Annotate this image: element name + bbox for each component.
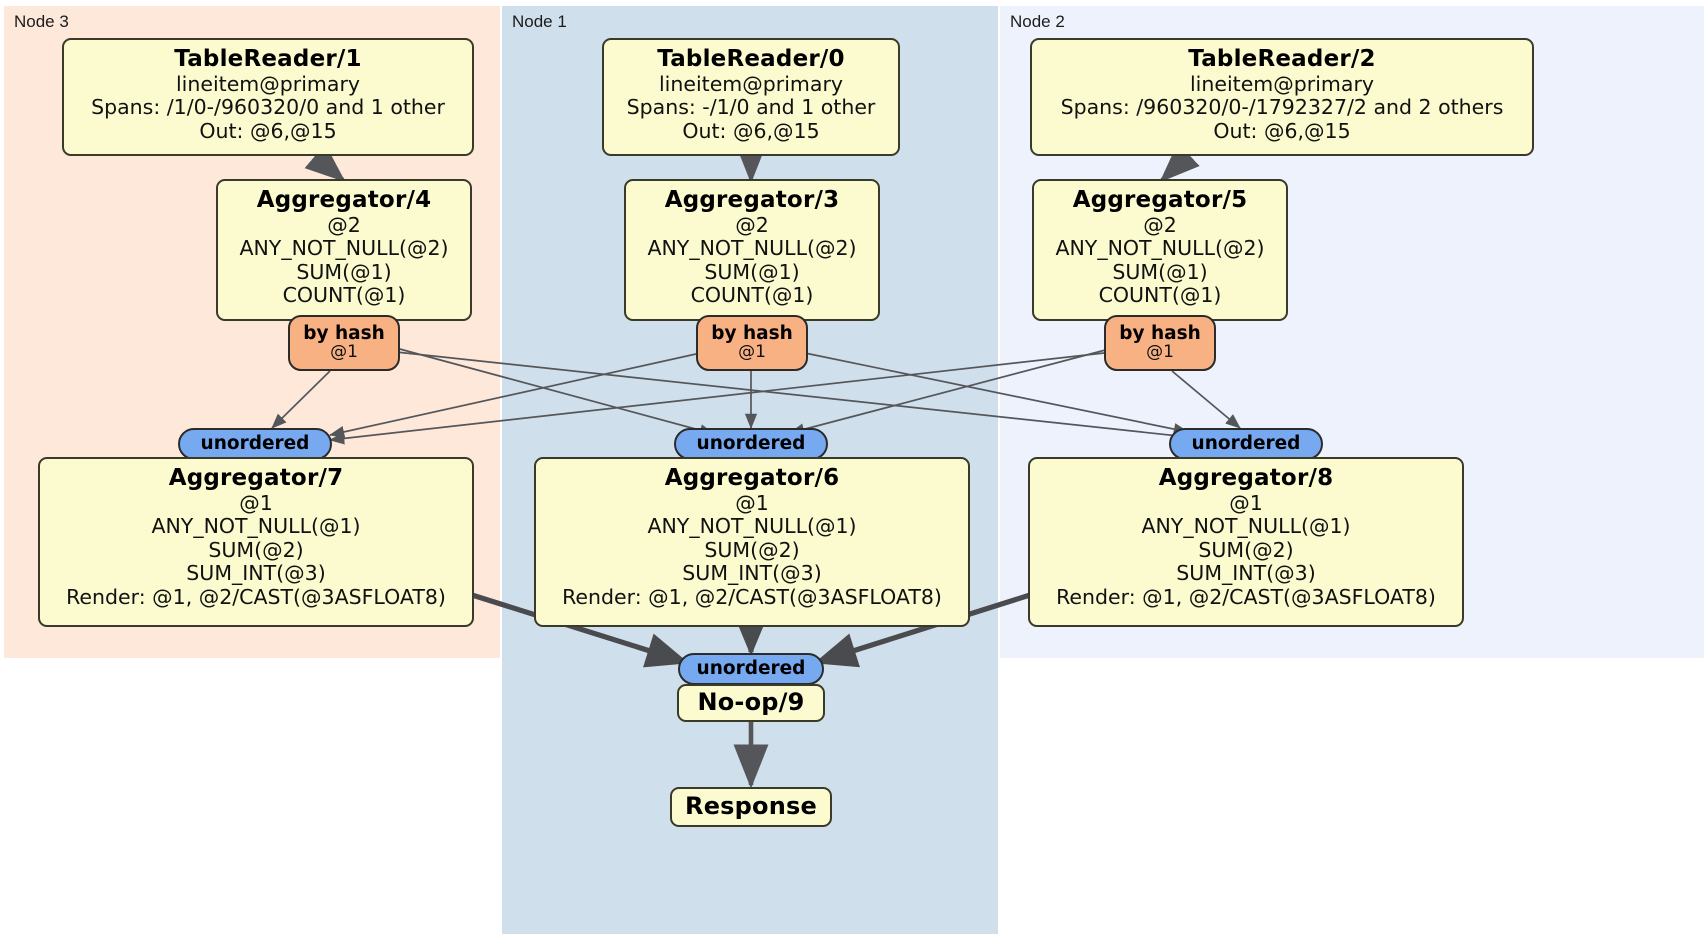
node-line: COUNT(@1) [1098, 283, 1222, 308]
node-tablereader-1[interactable]: TableReader/1 lineitem@primary Spans: /1… [62, 38, 474, 156]
pill-unordered-7[interactable]: unordered [178, 428, 332, 460]
node-title: Aggregator/8 [1158, 465, 1334, 491]
node-line: ANY_NOT_NULL(@1) [647, 514, 857, 539]
pill-by-hash-5[interactable]: by hash @1 [1104, 315, 1216, 371]
node-line: Spans: /960320/0-/1792327/2 and 2 others [1060, 95, 1504, 120]
node-line: @2 [1143, 212, 1177, 237]
node-line: @1 [239, 490, 273, 515]
pill-kind: by hash [711, 323, 793, 345]
node-title: Aggregator/3 [664, 187, 840, 213]
node-aggregator-3[interactable]: Aggregator/3 @2 ANY_NOT_NULL(@2) SUM(@1)… [624, 179, 880, 321]
node-line: SUM(@1) [1112, 259, 1208, 284]
node-title: Aggregator/4 [256, 187, 432, 213]
node-title: Aggregator/5 [1072, 187, 1248, 213]
pill-kind: unordered [696, 433, 806, 455]
node-line: Out: @6,@15 [682, 118, 820, 143]
pill-unordered-8[interactable]: unordered [1169, 428, 1323, 460]
node-line: COUNT(@1) [282, 283, 406, 308]
node-line: lineitem@primary [175, 71, 361, 96]
node-line: ANY_NOT_NULL(@2) [1055, 236, 1265, 261]
node-title: TableReader/0 [657, 46, 845, 72]
pill-kind: by hash [1119, 323, 1201, 345]
node-title: No-op/9 [697, 688, 805, 716]
node-title: TableReader/1 [174, 46, 362, 72]
node-response[interactable]: Response [670, 787, 832, 827]
node-line: ANY_NOT_NULL(@1) [151, 514, 361, 539]
panel-node-2-label: Node 2 [1010, 12, 1065, 31]
pill-unordered-9[interactable]: unordered [678, 653, 824, 685]
panel-node-3-label: Node 3 [14, 12, 69, 31]
pill-kind: by hash [303, 323, 385, 345]
node-line: ANY_NOT_NULL(@2) [647, 236, 857, 261]
node-line: SUM_INT(@3) [1176, 561, 1316, 586]
node-line: SUM_INT(@3) [186, 561, 326, 586]
node-line: COUNT(@1) [690, 283, 814, 308]
node-line: SUM(@2) [704, 537, 800, 562]
node-line: @2 [735, 212, 769, 237]
pill-kind: unordered [1191, 433, 1301, 455]
node-aggregator-8[interactable]: Aggregator/8 @1 ANY_NOT_NULL(@1) SUM(@2)… [1028, 457, 1464, 627]
node-line: Out: @6,@15 [199, 118, 337, 143]
node-line: SUM(@2) [1198, 537, 1294, 562]
node-line: @2 [327, 212, 361, 237]
node-title: TableReader/2 [1188, 46, 1376, 72]
pill-unordered-6[interactable]: unordered [674, 428, 828, 460]
pill-detail: @1 [330, 342, 358, 363]
node-line: SUM(@1) [296, 259, 392, 284]
node-line: Out: @6,@15 [1213, 118, 1351, 143]
pill-detail: @1 [738, 342, 766, 363]
node-line: SUM(@2) [208, 537, 304, 562]
node-line: @1 [735, 490, 769, 515]
node-line: @1 [1229, 490, 1263, 515]
node-aggregator-4[interactable]: Aggregator/4 @2 ANY_NOT_NULL(@2) SUM(@1)… [216, 179, 472, 321]
node-aggregator-5[interactable]: Aggregator/5 @2 ANY_NOT_NULL(@2) SUM(@1)… [1032, 179, 1288, 321]
node-line: Spans: /1/0-/960320/0 and 1 other [91, 95, 445, 120]
node-title: Aggregator/6 [664, 465, 840, 491]
node-aggregator-7[interactable]: Aggregator/7 @1 ANY_NOT_NULL(@1) SUM(@2)… [38, 457, 474, 627]
pill-detail: @1 [1146, 342, 1174, 363]
node-tablereader-0[interactable]: TableReader/0 lineitem@primary Spans: -/… [602, 38, 900, 156]
node-no-op-9[interactable]: No-op/9 [677, 684, 825, 722]
panel-node-1-label: Node 1 [512, 12, 567, 31]
pill-kind: unordered [200, 433, 310, 455]
node-line: Render: @1, @2/CAST(@3ASFLOAT8) [1056, 584, 1436, 609]
node-line: lineitem@primary [1189, 71, 1375, 96]
node-title: Response [685, 792, 817, 820]
node-tablereader-2[interactable]: TableReader/2 lineitem@primary Spans: /9… [1030, 38, 1534, 156]
node-line: ANY_NOT_NULL(@2) [239, 236, 449, 261]
pill-by-hash-3[interactable]: by hash @1 [696, 315, 808, 371]
node-line: Render: @1, @2/CAST(@3ASFLOAT8) [66, 584, 446, 609]
node-title: Aggregator/7 [168, 465, 344, 491]
node-line: SUM(@1) [704, 259, 800, 284]
node-line: SUM_INT(@3) [682, 561, 822, 586]
node-aggregator-6[interactable]: Aggregator/6 @1 ANY_NOT_NULL(@1) SUM(@2)… [534, 457, 970, 627]
node-line: Spans: -/1/0 and 1 other [626, 95, 876, 120]
pill-kind: unordered [696, 658, 806, 680]
node-line: lineitem@primary [658, 71, 844, 96]
node-line: ANY_NOT_NULL(@1) [1141, 514, 1351, 539]
pill-by-hash-4[interactable]: by hash @1 [288, 315, 400, 371]
node-line: Render: @1, @2/CAST(@3ASFLOAT8) [562, 584, 942, 609]
